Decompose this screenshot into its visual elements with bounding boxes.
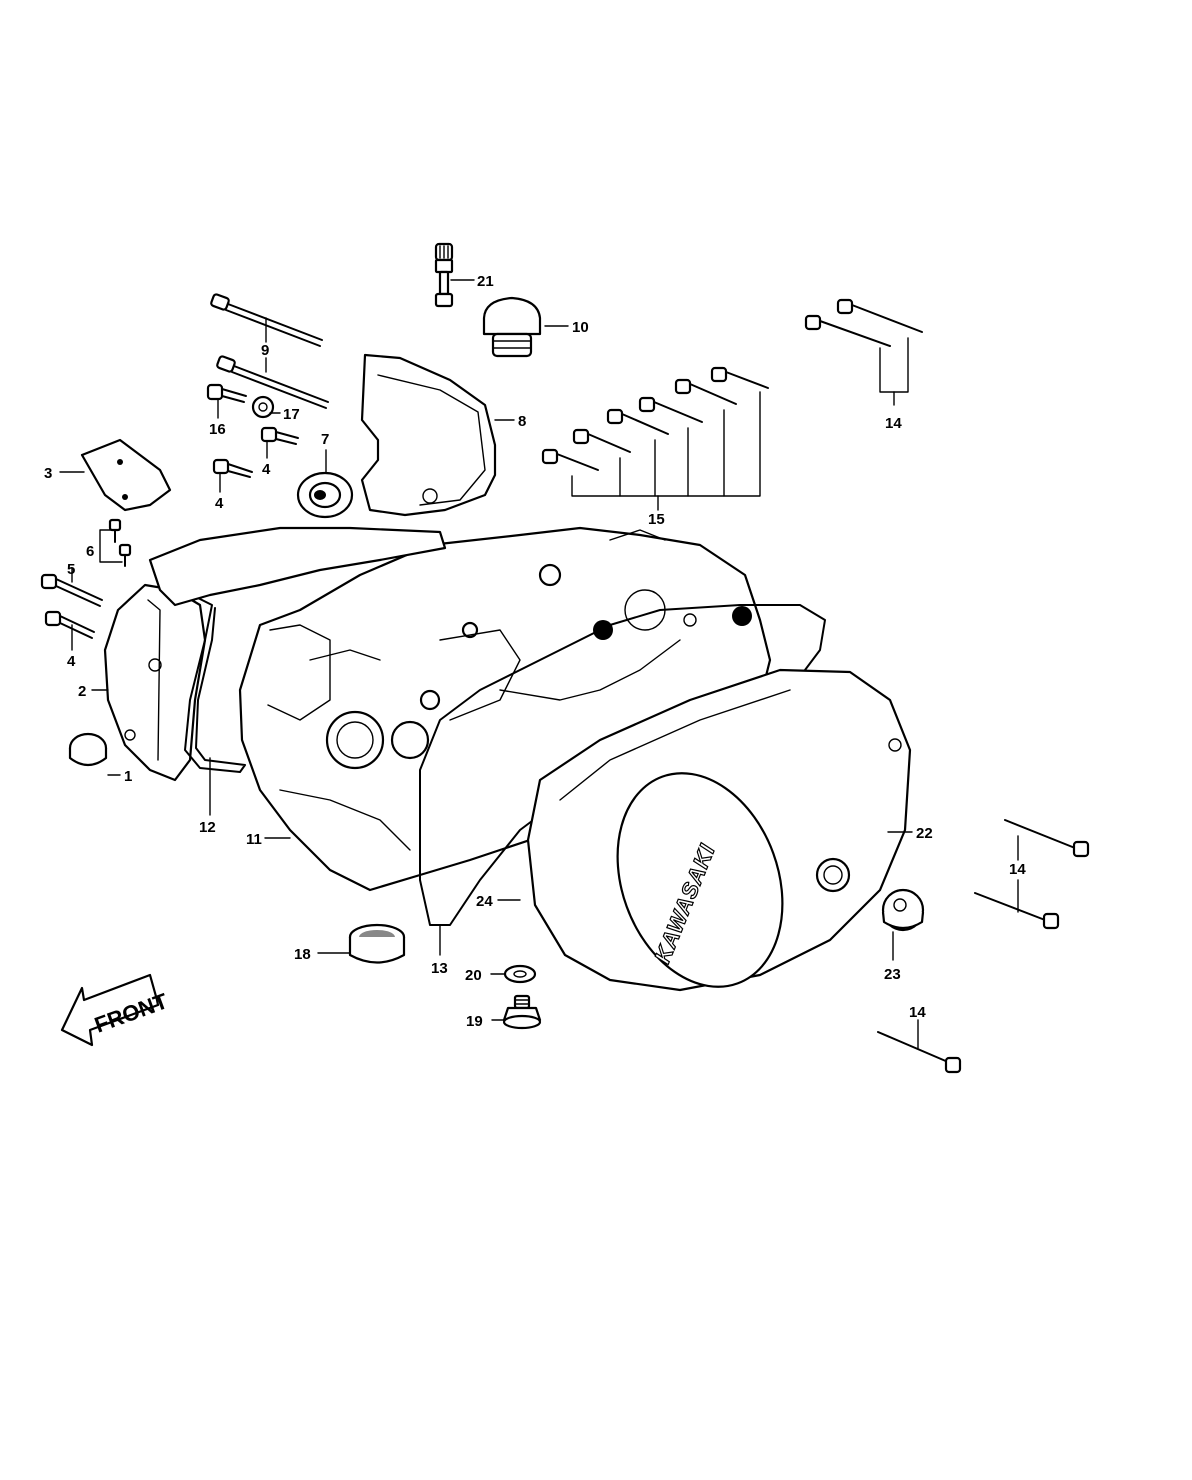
left-crankcase-cover	[103, 583, 207, 782]
callout-5: 5	[67, 561, 75, 578]
washer-20	[503, 964, 537, 984]
oil-seal-7	[296, 471, 354, 519]
bolt-5	[40, 573, 103, 607]
callout-16: 16	[209, 421, 226, 438]
crankcase-main	[148, 526, 772, 892]
leader-lines	[59, 279, 1019, 1021]
bracket-3	[80, 438, 172, 512]
oil-filler-cap-10	[482, 296, 542, 358]
long-bolt-9-b	[216, 355, 329, 409]
callout-14-right: 14	[1009, 861, 1026, 878]
gasket-left	[184, 597, 246, 773]
drain-plug-19	[502, 994, 542, 1030]
callout-2: 2	[78, 683, 86, 700]
bolt-4-mid	[212, 458, 253, 478]
callout-4-low: 4	[67, 653, 76, 670]
plug-1	[68, 732, 108, 767]
callout-12: 12	[199, 819, 216, 836]
right-outer-cover: KAWASAKI	[526, 668, 912, 992]
callout-14-top: 14	[885, 415, 902, 432]
callout-14-bottom: 14	[909, 1004, 926, 1021]
callout-17: 17	[283, 406, 300, 423]
bolt-group-14-top	[804, 298, 923, 406]
nut-17	[251, 395, 275, 419]
bolt-4-top	[260, 426, 299, 445]
callout-1: 1	[124, 768, 132, 785]
callout-23: 23	[884, 966, 901, 983]
oil-strainer-18	[348, 923, 406, 964]
callout-11: 11	[246, 831, 262, 848]
callout-13: 13	[431, 960, 448, 977]
bolt-4-low	[44, 610, 95, 639]
bolt-14-right-a	[1004, 819, 1090, 858]
callout-18: 18	[294, 946, 311, 963]
callout-21: 21	[477, 273, 494, 290]
bolt-14-right-b	[974, 879, 1060, 930]
screw-21	[434, 242, 454, 308]
callout-20: 20	[465, 967, 482, 984]
bolt-14-bottom	[877, 1019, 962, 1074]
callout-9: 9	[261, 342, 269, 359]
front-direction-arrow: FRONT	[60, 973, 171, 1047]
callout-15: 15	[648, 511, 665, 528]
long-bolt-9-a	[210, 293, 323, 347]
callout-22: 22	[916, 825, 933, 842]
plug-23	[881, 888, 925, 932]
callout-4-mid: 4	[215, 495, 224, 512]
callout-6: 6	[86, 543, 94, 560]
callout-4-top: 4	[262, 461, 271, 478]
sprocket-cover	[360, 353, 497, 517]
callout-8: 8	[518, 413, 526, 430]
callout-19: 19	[466, 1013, 483, 1030]
screws-6	[108, 518, 132, 567]
callout-labels: 21 10 9 8 17 16 7 4 3 4 6 5 4 2 1 12 11 …	[44, 273, 1026, 1030]
callout-10: 10	[572, 319, 589, 336]
callout-24: 24	[476, 893, 493, 910]
callout-7: 7	[321, 431, 329, 448]
callout-3: 3	[44, 465, 52, 482]
bolt-16	[206, 383, 247, 403]
bolt-group-15	[541, 366, 769, 511]
